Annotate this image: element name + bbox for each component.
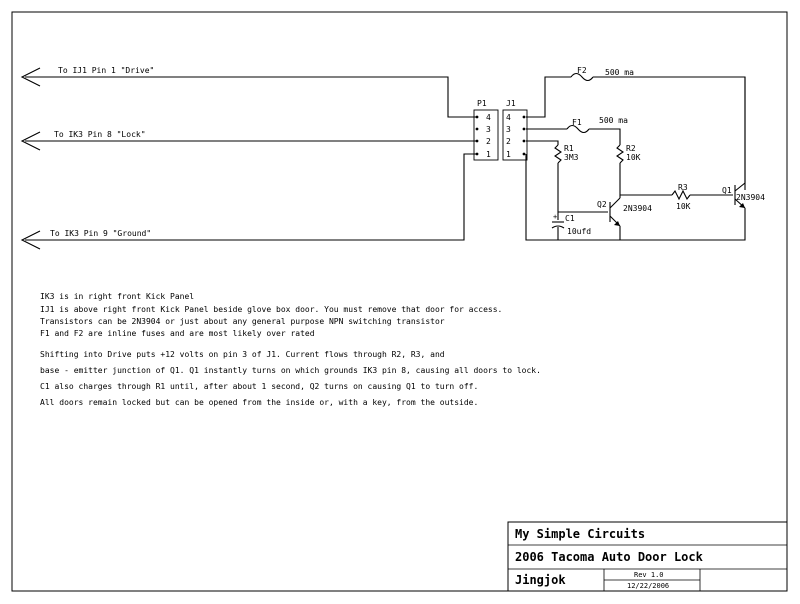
q2-value: 2N3904 xyxy=(623,204,652,213)
f1-value: 500 ma xyxy=(599,116,628,125)
sheet-border xyxy=(11,11,788,592)
transistor-q2: Q2 2N3904 xyxy=(597,195,652,240)
f1-ref: F1 xyxy=(572,118,582,127)
r3-value: 10K xyxy=(676,202,691,211)
drive-wire: To IJ1 Pin 1 "Drive" xyxy=(20,66,476,118)
p1-label: P1 xyxy=(477,99,487,108)
resistor-r2: R2 10K xyxy=(616,144,641,195)
fuse-f1: F1 500 ma xyxy=(566,116,628,134)
ground-return xyxy=(525,154,746,241)
j1-pin-3: 3 xyxy=(506,125,511,134)
f2-rail xyxy=(526,76,571,118)
r1-value: 3M3 xyxy=(564,153,579,162)
p1-pin-3: 3 xyxy=(486,125,491,134)
note-3: Transistors can be 2N3904 or just about … xyxy=(40,317,445,326)
q1-ref: Q1 xyxy=(722,186,732,195)
p1-pin-4: 4 xyxy=(486,113,491,122)
c1-ref: C1 xyxy=(565,214,575,223)
q2-ref: Q2 xyxy=(597,200,607,209)
title-company: My Simple Circuits xyxy=(515,527,645,541)
connector-p1: P1 4 3 2 1 xyxy=(473,99,499,161)
note-4: F1 and F2 are inline fuses and are most … xyxy=(40,329,315,338)
j1-pin-4: 4 xyxy=(506,113,511,122)
title-date: 12/22/2006 xyxy=(627,582,669,590)
note-7: C1 also charges through R1 until, after … xyxy=(40,382,478,391)
r2-value: 10K xyxy=(626,153,641,162)
title-block: My Simple Circuits 2006 Tacoma Auto Door… xyxy=(507,521,788,592)
svg-text:+: + xyxy=(553,213,557,221)
ground-wire-label: To IK3 Pin 9 "Ground" xyxy=(50,229,151,238)
capacitor-c1: + C1 10ufd xyxy=(551,213,591,240)
j1-label: J1 xyxy=(506,99,516,108)
fuse-f2: F2 500 ma xyxy=(570,66,634,82)
lock-wire-label: To IK3 Pin 8 "Lock" xyxy=(54,130,146,139)
title-rev: Rev 1.0 xyxy=(634,571,664,579)
drive-wire-label: To IJ1 Pin 1 "Drive" xyxy=(58,66,154,75)
note-1: IK3 is in right front Kick Panel xyxy=(40,292,194,301)
f2-value: 500 ma xyxy=(605,68,634,77)
title-author: Jingjok xyxy=(515,573,566,587)
p1-pin-2: 2 xyxy=(486,137,491,146)
ground-wire: To IK3 Pin 9 "Ground" xyxy=(20,153,476,250)
note-5: Shifting into Drive puts +12 volts on pi… xyxy=(40,350,445,359)
resistor-r3: R3 10K xyxy=(671,183,733,211)
f2-ref: F2 xyxy=(577,66,587,75)
p1-pin-1: 1 xyxy=(486,150,491,159)
note-6: base - emitter junction of Q1. Q1 instan… xyxy=(40,366,541,375)
r1-ref: R1 xyxy=(564,144,574,153)
transistor-q1: Q1 2N3904 xyxy=(722,77,765,209)
q1-value: 2N3904 xyxy=(736,193,765,202)
r1-node xyxy=(526,140,559,145)
title-name: 2006 Tacoma Auto Door Lock xyxy=(515,550,704,564)
r3-ref: R3 xyxy=(678,183,688,192)
connector-j1: J1 4 3 2 1 xyxy=(502,99,528,161)
lock-wire: To IK3 Pin 8 "Lock" xyxy=(20,130,476,151)
resistor-r1: R1 3M3 xyxy=(554,144,579,220)
j1-pin-1: 1 xyxy=(506,150,511,159)
r2-ref: R2 xyxy=(626,144,636,153)
note-8: All doors remain locked but can be opene… xyxy=(40,398,478,407)
note-2: IJ1 is above right front Kick Panel besi… xyxy=(40,305,502,314)
c1-value: 10ufd xyxy=(567,227,591,236)
notes-block: IK3 is in right front Kick Panel IJ1 is … xyxy=(40,292,541,407)
j1-pin-2: 2 xyxy=(506,137,511,146)
